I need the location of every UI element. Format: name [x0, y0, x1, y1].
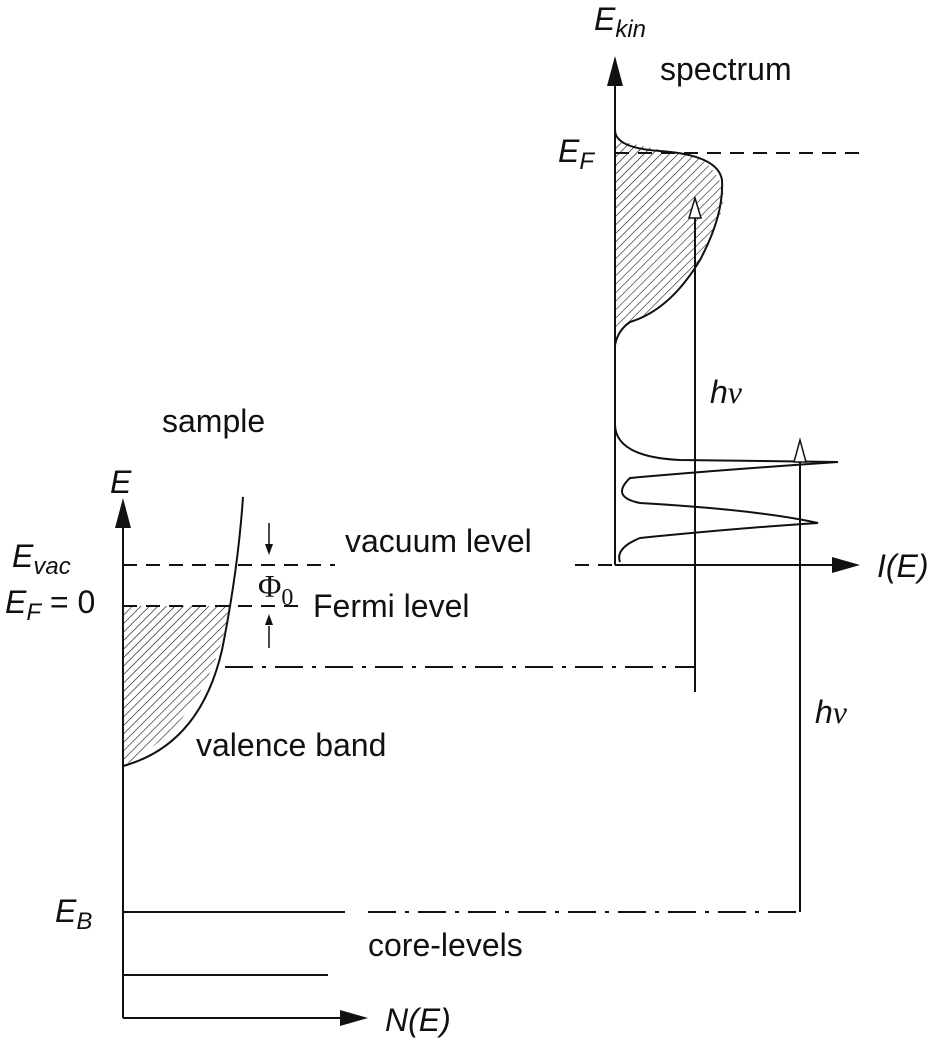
photon-energy-label-lower: hν [815, 694, 848, 730]
photon-arrow-core-head-icon [793, 437, 807, 463]
valence-band-fill [123, 606, 230, 766]
phi-top-arrow-icon [265, 544, 273, 555]
density-of-states-curve [122, 496, 244, 767]
spectrum-panel: Ekin I(E) spectrum EF hν hν [558, 1, 929, 912]
left-y-axis-label: E [110, 464, 132, 500]
energy-axis-arrow-icon [115, 498, 131, 528]
right-x-axis-label: I(E) [877, 548, 929, 584]
spectrum-curve [614, 129, 839, 563]
e-vac-label: Evac [12, 538, 71, 580]
ekin-axis-arrow-icon [607, 56, 623, 86]
sample-panel: E N(E) sample Evac vacuum level EF = 0 F… [5, 403, 800, 1038]
e-f-spectrum-label: EF [558, 133, 595, 175]
photon-arrow-valence-head-icon [687, 195, 703, 219]
right-y-axis-label: Ekin [594, 1, 646, 43]
fermi-level-label: Fermi level [313, 588, 469, 624]
core-levels-label: core-levels [368, 927, 523, 963]
photon-energy-label-upper: hν [710, 374, 743, 410]
phi-bottom-arrow-icon [265, 614, 273, 625]
e-f-zero-label: EF = 0 [5, 584, 95, 626]
spectrum-valence-fill [615, 140, 724, 330]
work-function-label: Φ0 [258, 568, 293, 611]
sample-label: sample [162, 403, 265, 439]
e-b-label: EB [55, 893, 92, 935]
intensity-axis-arrow-icon [832, 557, 860, 573]
spectrum-label: spectrum [660, 51, 792, 87]
valence-band-label: valence band [196, 727, 386, 763]
left-x-axis-label: N(E) [385, 1002, 451, 1038]
dos-axis-arrow-icon [340, 1010, 368, 1026]
vacuum-level-label: vacuum level [345, 523, 532, 559]
